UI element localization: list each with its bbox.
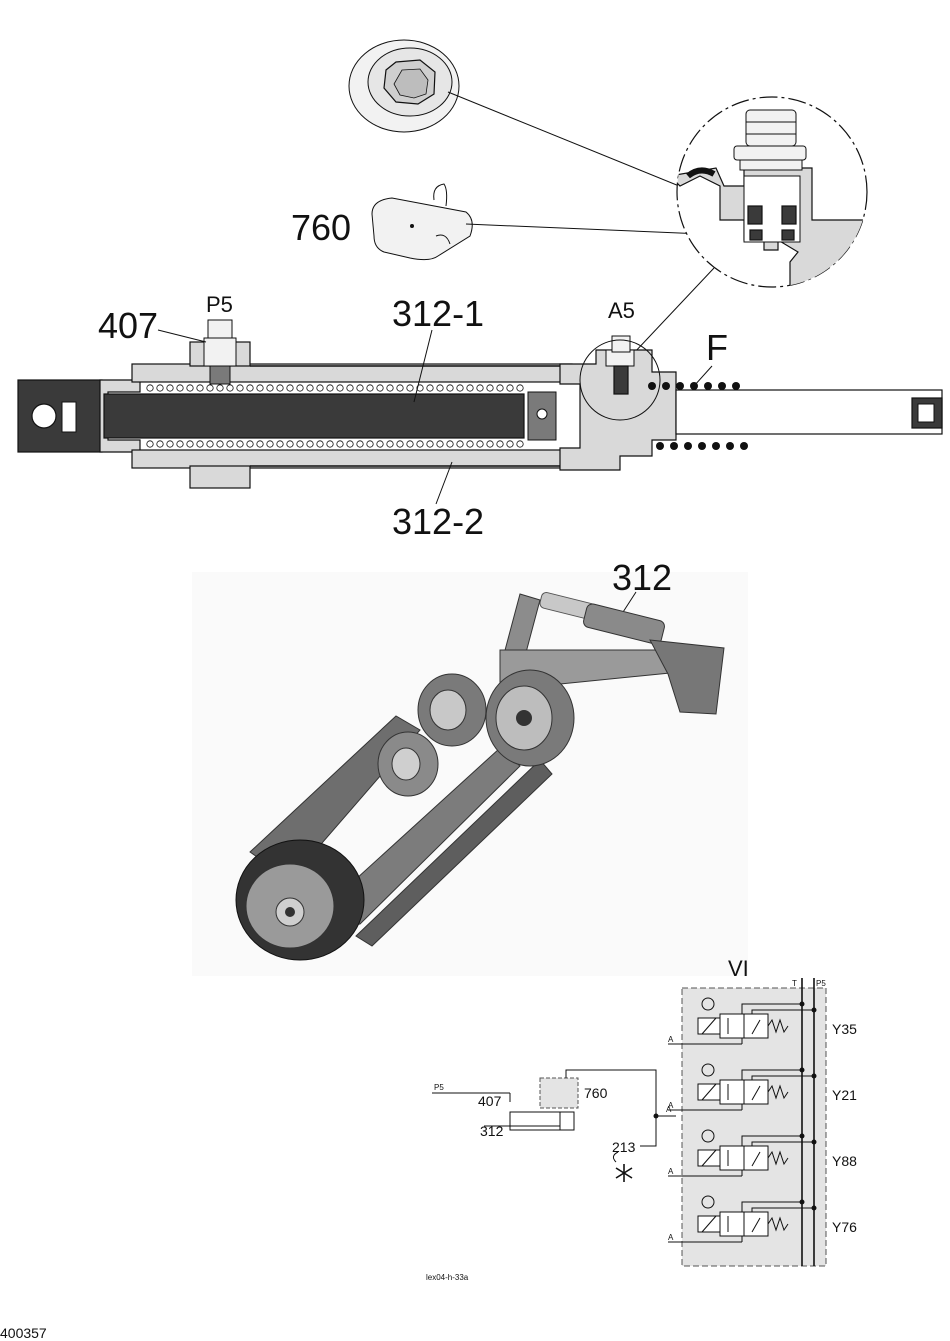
valve-code-y21: Y21 (832, 1087, 857, 1103)
belt-drive-render: 312 (192, 557, 748, 976)
valve-code-y35: Y35 (832, 1021, 857, 1037)
valve-code-y76: Y76 (832, 1219, 857, 1235)
port-a-y76: A (668, 1233, 674, 1242)
label-p5: P5 (206, 292, 233, 317)
spring-coils (146, 384, 524, 448)
piston-rod-312-1 (103, 393, 525, 439)
cylinder-section-view: 760 (17, 39, 943, 542)
label-407: 407 (98, 305, 158, 346)
port-a-y21: A (668, 1101, 674, 1110)
block-title-vi: VI (728, 956, 749, 981)
spring-coils-f (648, 382, 748, 450)
label-a5: A5 (608, 298, 635, 323)
label-f: F (706, 327, 728, 368)
port-a-y35: A (668, 1035, 674, 1044)
label-312-schematic: 312 (480, 1123, 504, 1139)
valve-row-y76: A Y76 (668, 1195, 857, 1243)
figure-code: lex04-h-33a (426, 1273, 469, 1282)
label-760: 760 (291, 207, 351, 248)
seal-760-part (371, 183, 473, 261)
port-a-y88: A (668, 1167, 674, 1176)
wedge-icon (701, 1129, 715, 1143)
valve-row-y35: A Y35 (668, 997, 857, 1045)
valve-row-y88: A Y88 (668, 1129, 857, 1177)
zoom-detail-circle (676, 96, 868, 288)
label-312-2: 312-2 (392, 501, 484, 542)
valve-row-y21: A Y21 (668, 1063, 857, 1111)
label-312-1: 312-1 (392, 293, 484, 334)
label-407-schematic: 407 (478, 1093, 502, 1109)
cylinder-assembly (17, 319, 943, 489)
feeder-icon (701, 997, 715, 1011)
label-760-schematic: 760 (584, 1085, 608, 1101)
plug-detail (348, 39, 460, 133)
asterisk-icon (615, 1164, 633, 1182)
label-213: 213 (612, 1139, 636, 1155)
spray-icon (701, 1195, 715, 1209)
gear-wheel-icon (701, 1063, 715, 1077)
port-a-schematic: A (666, 1105, 672, 1114)
leader-zoom (632, 267, 715, 355)
page-id: 400357 (0, 1325, 47, 1341)
label-312: 312 (612, 557, 672, 598)
port-t: T (792, 979, 797, 988)
port-p5: P5 (816, 979, 826, 988)
label-p5-schematic: P5 (434, 1083, 444, 1092)
valve-code-y88: Y88 (832, 1153, 857, 1169)
cylinder-eye-left (17, 379, 103, 453)
